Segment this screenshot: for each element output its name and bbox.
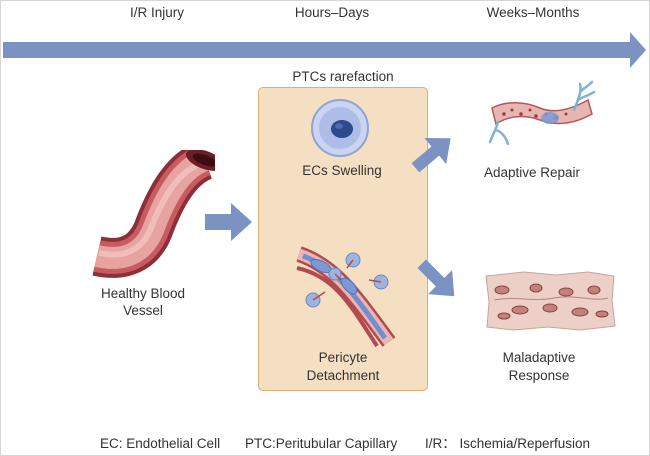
healthy-vessel-label-line2: Vessel <box>123 303 163 318</box>
maladaptive-fibrotic-tissue-illustration <box>485 271 616 331</box>
arrow-healthy-to-ptc <box>205 203 252 241</box>
healthy-blood-vessel-illustration <box>92 150 215 278</box>
footer-legend-ec: EC: Endothelial Cell <box>100 436 221 451</box>
pericyte-detachment-label-line1: Pericyte <box>318 350 368 365</box>
healthy-vessel-label-line1: Healthy Blood <box>100 286 186 301</box>
pericyte-detachment-illustration <box>296 246 395 348</box>
swollen-endothelial-cell-illustration <box>311 99 369 157</box>
footer-legend-ptc: PTC:Peritubular Capillary <box>245 436 398 451</box>
maladaptive-response-label-line1: Maladaptive <box>502 350 576 365</box>
ecs-swelling-label: ECs Swelling <box>302 163 382 178</box>
timeline-arrow <box>3 32 646 68</box>
arrow-to-adaptive-repair <box>411 138 451 173</box>
timeline-label-ir-injury: I/R Injury <box>129 5 185 20</box>
pericyte-detachment-label-line2: Detachment <box>306 368 380 383</box>
adaptive-repair-capillary-illustration <box>488 80 596 146</box>
timeline-label-hours-days: Hours–Days <box>294 5 370 20</box>
maladaptive-response-label-line2: Response <box>508 368 570 383</box>
timeline-label-weeks-months: Weeks–Months <box>486 5 580 20</box>
arrow-to-maladaptive-response <box>417 259 455 297</box>
adaptive-repair-label: Adaptive Repair <box>483 165 581 180</box>
ptc-box-title: PTCs rarefaction <box>292 69 394 84</box>
footer-legend-ir: I/R： Ischemia/Reperfusion <box>425 436 591 451</box>
